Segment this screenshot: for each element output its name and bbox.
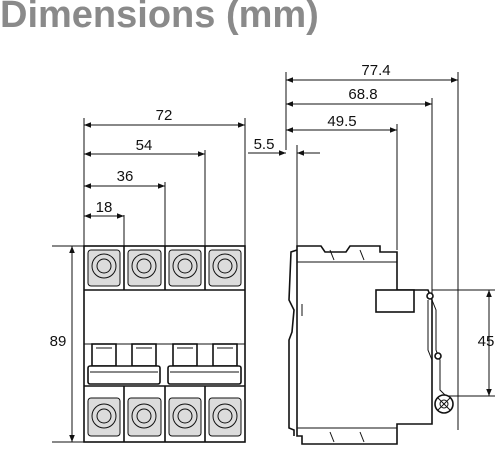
dim-width-54: 54: [84, 137, 205, 157]
dim-label-54: 54: [136, 137, 153, 154]
dim-depth-77-4: 77.4: [286, 62, 458, 83]
dim-depth-49-5: 49.5: [286, 113, 397, 133]
dim-label-5-5: 5.5: [254, 136, 275, 153]
dim-label-49-5: 49.5: [327, 113, 356, 130]
front-view: 72 54 36 18 89: [50, 107, 246, 443]
dim-label-72: 72: [156, 107, 173, 124]
dim-height-45: 45: [432, 289, 495, 397]
dim-label-45: 45: [478, 333, 495, 350]
top-terminal-screws: [87, 249, 242, 287]
side-view: 77.4 68.8 49.5 5.5 45: [248, 62, 495, 445]
dim-label-77-4: 77.4: [361, 62, 390, 79]
dim-offset-5-5: 5.5: [248, 136, 320, 156]
toggle-levers: [87, 343, 242, 385]
dim-width-72: 72: [84, 107, 245, 128]
dim-label-68-8: 68.8: [348, 86, 377, 103]
dim-depth-68-8: 68.8: [286, 86, 432, 107]
page-title: Dimensions (mm): [0, 0, 319, 36]
dim-width-36: 36: [84, 168, 165, 189]
dim-height-89: 89: [50, 245, 84, 443]
dim-label-36: 36: [117, 168, 134, 185]
dim-label-18: 18: [96, 199, 113, 216]
bottom-terminal-screws: [87, 397, 242, 437]
breaker-side-body: [288, 245, 454, 445]
dim-width-18: 18: [84, 199, 124, 219]
dim-label-89: 89: [50, 333, 67, 350]
